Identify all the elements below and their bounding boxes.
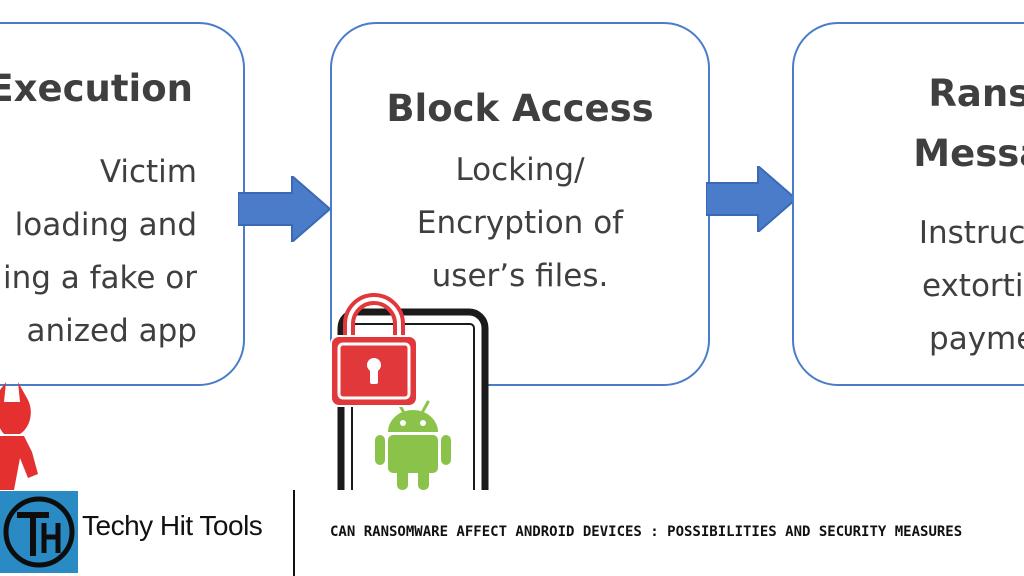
step-ransom-message-title-line-2: Messag	[913, 132, 1024, 175]
article-headline: CAN RANSOMWARE AFFECT ANDROID DEVICES : …	[330, 524, 963, 540]
footer-bar	[0, 490, 1024, 576]
brand-name: Techy Hit Tools	[82, 510, 263, 541]
step-block-access-title: Block Access	[386, 87, 654, 130]
step-block-access-line-3: user’s files.	[431, 258, 609, 294]
step-execution-body: Victim loading and ing a fake or anized …	[0, 146, 243, 358]
step-execution-title: Execution	[0, 67, 193, 110]
step-execution-line-2: loading and	[14, 207, 197, 243]
step-execution-line-1: Victim	[99, 154, 197, 190]
devil-icon	[0, 382, 38, 490]
step-ransom-message-title-line-1: Ranso	[928, 72, 1024, 115]
step-execution-line-3: ing a fake or	[2, 260, 197, 296]
step-execution-box: Execution Victim loading and ing a fake …	[0, 22, 245, 386]
step-ransom-message-title: Ranso Messag	[794, 64, 1024, 184]
step-block-access-line-1: Locking/	[455, 152, 585, 188]
android-icon	[375, 400, 451, 490]
brand-logo-icon	[0, 491, 78, 573]
footer-divider	[293, 490, 295, 576]
padlock-icon	[330, 293, 418, 407]
step-ransom-message-line-3: paymen	[929, 321, 1024, 357]
step-ransom-message-body: Instructio extortion paymen	[794, 207, 1024, 366]
step-ransom-message-line-1: Instructio	[918, 215, 1024, 251]
step-block-access-body: Locking/ Encryption of user’s files.	[332, 144, 708, 303]
step-execution-line-4: anized app	[26, 313, 198, 349]
step-ransom-message-line-2: extortion	[921, 268, 1024, 304]
ransomware-flow-diagram: Execution Victim loading and ing a fake …	[0, 22, 1024, 490]
flow-arrow-icon	[238, 176, 332, 242]
flow-arrow-icon	[706, 166, 798, 232]
step-ransom-message-box: Ranso Messag Instructio extortion paymen	[792, 22, 1024, 386]
step-block-access-line-2: Encryption of	[416, 205, 624, 241]
